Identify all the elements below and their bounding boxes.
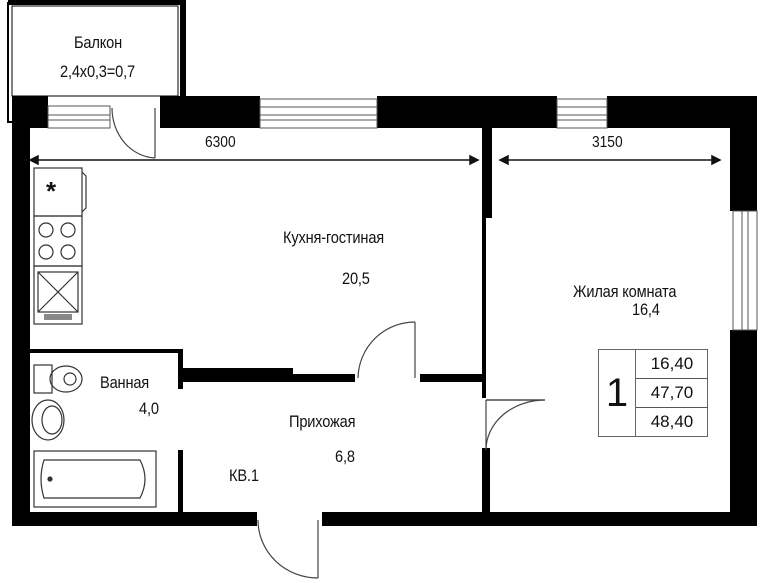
dimension-3150: 3150 [592,134,623,151]
exterior-walls [12,96,757,526]
bathroom-area: 4,0 [139,399,159,418]
doors [111,107,546,579]
interior-walls [30,128,492,513]
hallway-name: Прихожая [289,412,356,431]
living-room-area: 16,4 [632,300,660,319]
toilet-icon [33,364,53,394]
apartment-label: КВ.1 [229,466,259,485]
kitchen-fixtures [33,167,87,325]
balcony-area: 2,4x0,3=0,7 [60,62,135,81]
dimension-6300: 6300 [205,134,236,151]
total-area-with-balcony-value: 48,40 [650,412,694,431]
hallway-area: 6,8 [335,447,355,466]
cooktop-icon [33,215,83,267]
kitchen-living-name: Кухня-гостиная [283,228,385,247]
total-area-value: 47,70 [636,379,708,408]
bathroom-fixtures [31,364,157,508]
dimension-lines [28,154,722,166]
area-summary-table: 1 16,40 47,70 48,40 [598,349,708,437]
living-room-name: Жилая комната [573,282,677,301]
sink-icon [31,399,65,441]
windows [47,98,758,331]
bathtub-icon [33,450,157,508]
kitchen-living-area: 20,5 [342,269,370,288]
balcony-name: Балкон [74,33,122,52]
svg-text:*: * [46,176,57,206]
living-area-value: 16,40 [636,350,708,379]
fridge-icon [33,167,83,217]
oven-icon [33,265,83,325]
bathroom-name: Ванная [100,373,150,392]
room-count: 1 [599,350,636,436]
